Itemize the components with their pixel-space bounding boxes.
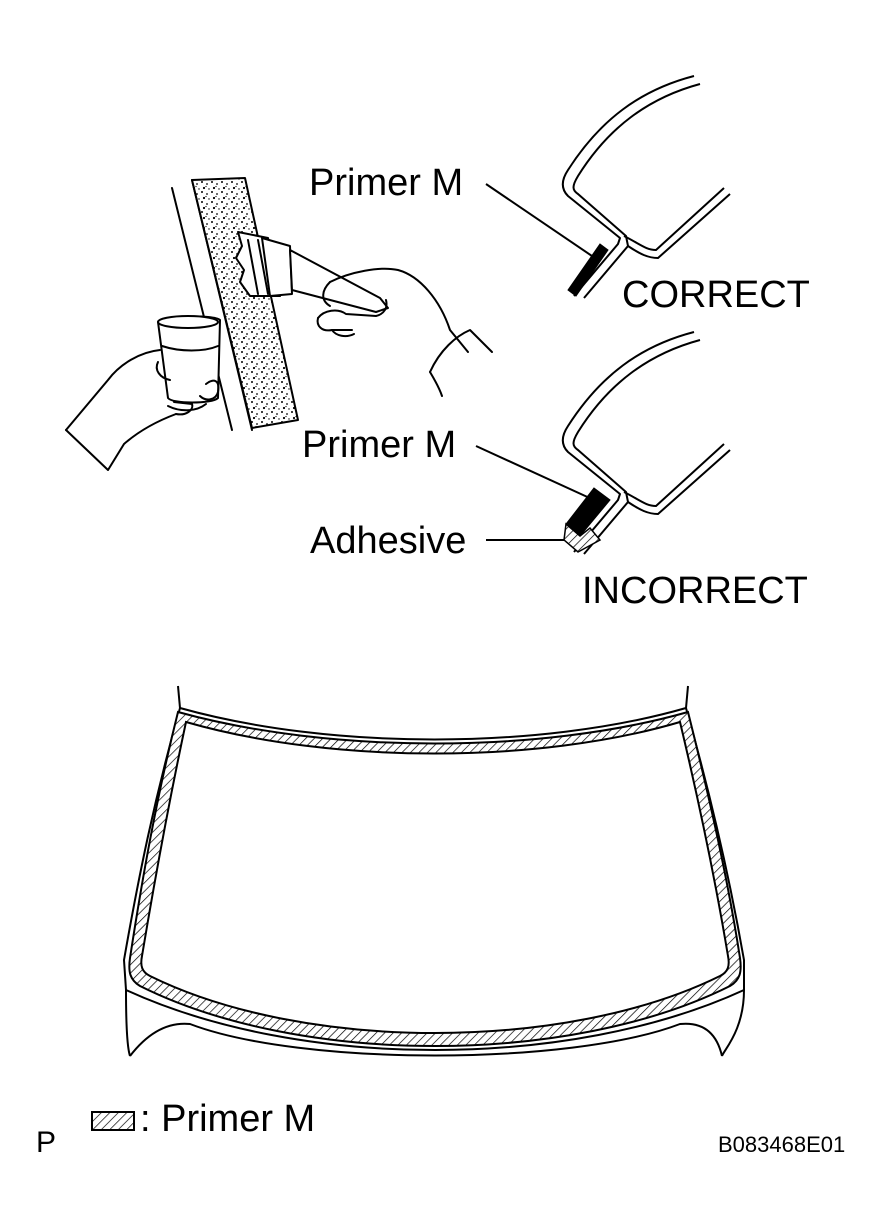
windshield-primer-band <box>128 710 742 1047</box>
correct-section-drawing <box>561 75 731 299</box>
correct-primer-strip <box>567 243 609 297</box>
primer-application-illustration <box>65 177 493 471</box>
label-primer-m-top: Primer M <box>309 162 464 204</box>
leader-primer-top <box>485 183 593 257</box>
label-primer-m-mid: Primer M <box>302 424 457 466</box>
windshield-frame-drawing <box>123 685 745 1057</box>
legend-text: : Primer M <box>140 1098 316 1140</box>
label-adhesive: Adhesive <box>310 520 467 562</box>
label-incorrect: INCORRECT <box>582 570 808 612</box>
leader-primer-mid <box>475 445 595 501</box>
label-correct: CORRECT <box>622 274 810 316</box>
legend-hatch-swatch <box>91 1111 135 1131</box>
incorrect-adhesive-layer <box>563 522 602 553</box>
corner-letter: P <box>36 1126 57 1159</box>
incorrect-section-drawing <box>561 331 731 555</box>
figure-code: B083468E01 <box>718 1132 846 1157</box>
